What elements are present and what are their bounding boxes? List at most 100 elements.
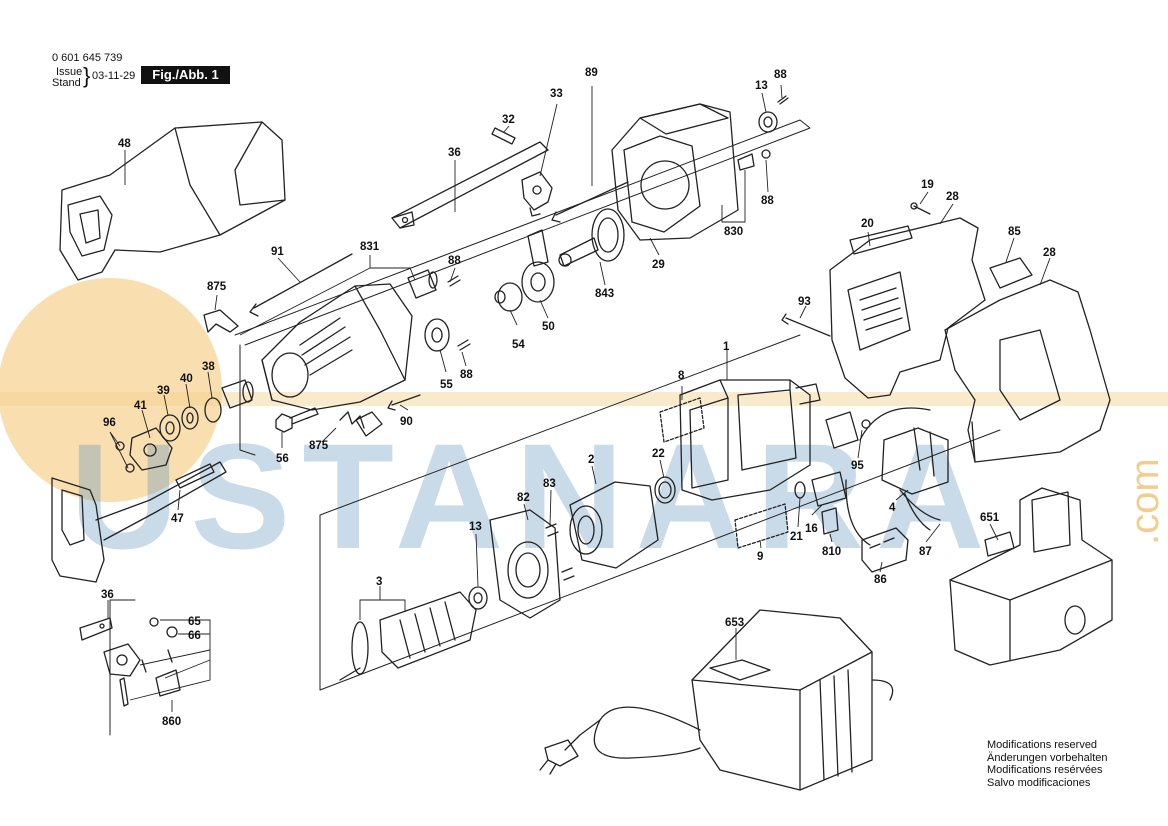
note-en: Modifications reserved — [987, 739, 1098, 751]
part-36-small — [79, 617, 113, 641]
part-54-bearing — [494, 282, 523, 312]
note-de: Änderungen vorbehalten — [987, 751, 1108, 764]
part-48-cover — [59, 121, 286, 281]
part-831-gearbox — [261, 283, 413, 411]
part-82-bearing-plate — [489, 509, 561, 619]
callout-65: 65 — [188, 616, 201, 628]
boundary-left — [239, 344, 256, 456]
callout-860: 860 — [162, 716, 181, 728]
part-38-ring — [204, 397, 222, 423]
modification-notes: Modifications reserved Änderungen vorbeh… — [987, 739, 1107, 789]
callout-87: 87 — [919, 546, 932, 558]
callout-54: 54 — [512, 339, 525, 351]
callout-38: 38 — [202, 361, 215, 373]
callout-88: 88 — [460, 369, 473, 381]
part-13-bearing-top — [758, 111, 778, 133]
callout-91: 91 — [271, 246, 284, 258]
callout-36: 36 — [101, 589, 114, 601]
callout-875: 875 — [309, 440, 329, 452]
callout-88: 88 — [774, 69, 787, 81]
boundary-lower — [319, 334, 801, 691]
part-91-screw — [249, 253, 353, 317]
callout-843: 843 — [595, 288, 614, 300]
callout-4: 4 — [889, 502, 896, 514]
callout-89: 89 — [585, 67, 598, 79]
brace-glyph: } — [83, 63, 91, 88]
callout-83: 83 — [543, 478, 556, 490]
part-20-housing-half — [829, 217, 986, 399]
callout-48: 48 — [118, 138, 131, 150]
part-3-armature — [339, 591, 477, 681]
figure-badge: Fig./Abb. 1 — [141, 66, 230, 84]
part-875-spring — [339, 411, 383, 437]
callout-29: 29 — [652, 259, 665, 271]
watermark-band — [0, 392, 1168, 406]
callout-875: 875 — [207, 281, 227, 293]
callout-40: 40 — [180, 373, 193, 385]
callout-82: 82 — [517, 492, 530, 504]
callout-16: 16 — [805, 523, 818, 535]
part-96-screws — [115, 441, 135, 473]
callout-2: 2 — [588, 454, 594, 466]
part-831-bushing — [407, 269, 438, 299]
watermark-circle — [0, 278, 222, 502]
part-83-pins — [545, 523, 575, 581]
part-13-bearing-low — [468, 586, 488, 610]
part-bushing — [221, 379, 254, 409]
callout-21: 21 — [790, 531, 803, 543]
part-50-eccentric — [521, 229, 555, 303]
part-88-screws-top — [737, 95, 789, 171]
part-28-handle-half — [944, 257, 1111, 463]
callout-95: 95 — [851, 460, 864, 472]
callout-32: 32 — [502, 114, 515, 126]
callout-8: 8 — [678, 370, 685, 382]
callout-96: 96 — [103, 417, 116, 429]
part-kit-pieces — [119, 649, 181, 707]
callout-28: 28 — [946, 191, 959, 203]
callout-88: 88 — [761, 195, 774, 207]
part-22-ring — [654, 476, 676, 504]
part-88-screw-mid — [447, 275, 471, 351]
callout-13: 13 — [469, 521, 482, 533]
callout-50: 50 — [542, 321, 555, 333]
callout-55: 55 — [440, 379, 453, 391]
part-86-terminal — [861, 527, 909, 573]
callout-47: 47 — [171, 513, 184, 525]
callout-13: 13 — [755, 80, 768, 92]
callout-28: 28 — [1043, 247, 1056, 259]
callout-88: 88 — [448, 255, 461, 267]
callout-19: 19 — [921, 179, 934, 191]
callout-22: 22 — [652, 448, 665, 460]
part-29-housing — [611, 103, 739, 241]
part-36-rod — [391, 141, 549, 229]
part-19-screw — [910, 202, 931, 215]
callout-830: 830 — [724, 226, 743, 238]
callout-66: 66 — [188, 630, 201, 642]
part-56-bolt — [275, 407, 319, 433]
issue-date: 03-11-29 — [92, 70, 136, 82]
part-number: 0 601 645 739 — [52, 52, 123, 64]
boundary-lower-right — [319, 429, 1001, 691]
part-4-switch — [859, 407, 949, 495]
callout-831: 831 — [360, 241, 380, 253]
part-55-bearing — [424, 318, 450, 352]
callout-36: 36 — [448, 147, 461, 159]
callout-810: 810 — [822, 546, 841, 558]
part-32-pin — [491, 127, 516, 145]
part-875-clip — [203, 309, 239, 333]
part-39-washer — [159, 414, 181, 442]
part-653-charger — [691, 609, 873, 791]
part-33-bracket — [521, 171, 553, 217]
watermark-suffix: .com — [1123, 458, 1167, 545]
stand-label: Stand — [52, 77, 81, 89]
part-kit-clamp — [103, 643, 141, 677]
callout-653: 653 — [725, 617, 744, 629]
issue-label: Issue — [56, 66, 83, 78]
part-65-66-screws — [149, 617, 178, 638]
note-es: Salvo modificaciones — [987, 776, 1091, 789]
part-93-screw — [781, 313, 831, 337]
callout-20: 20 — [861, 218, 874, 230]
part-90-screw — [387, 394, 421, 411]
